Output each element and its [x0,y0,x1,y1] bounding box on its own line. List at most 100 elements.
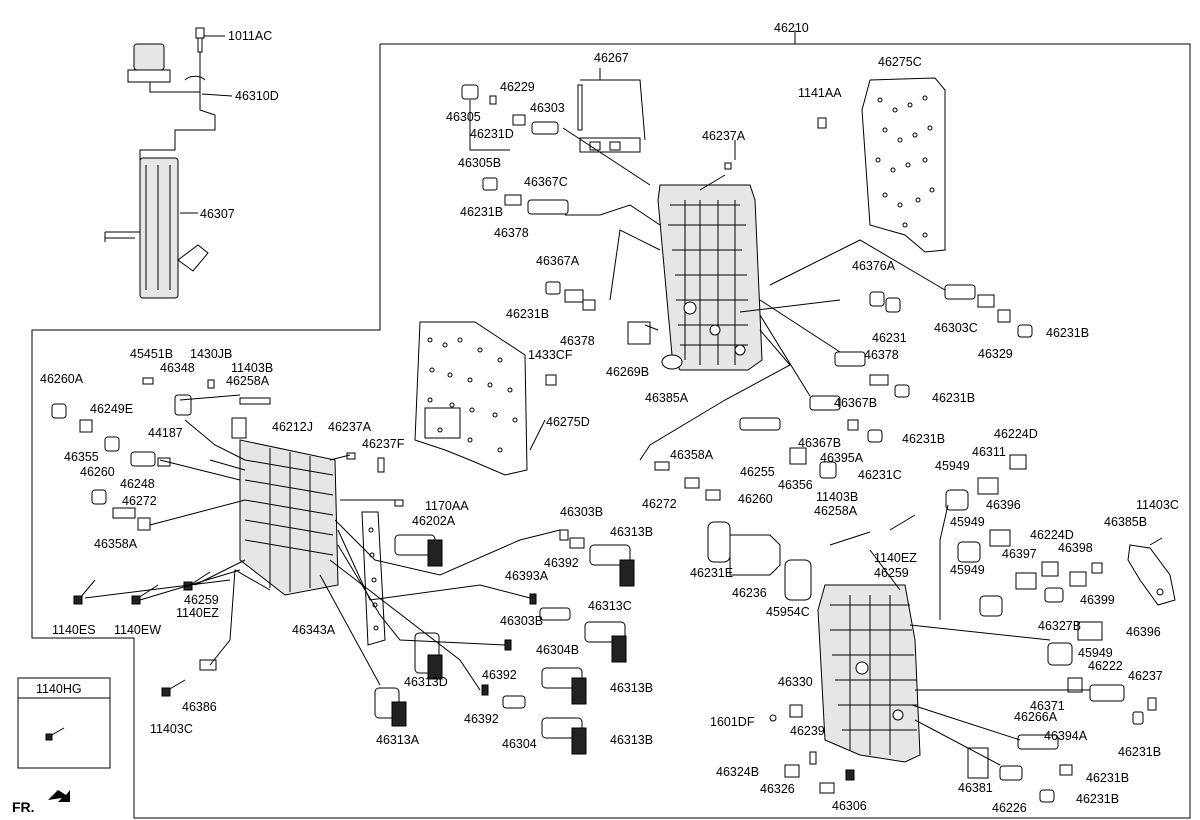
label-46358A: 46358A [94,537,138,551]
label-46313B: 46313B [610,681,653,695]
label-11403B: 11403B [816,490,858,504]
label-46313B: 46313B [610,733,653,747]
label-46378: 46378 [494,226,529,240]
label-46399: 46399 [1080,593,1115,607]
part-labels: 46210 1011AC 46310D 46307 46267 46275C 1… [12,21,1179,815]
label-46313C: 46313C [588,599,632,613]
label-46313B: 46313B [610,525,653,539]
label-46398: 46398 [1058,541,1093,555]
label-1140ES: 1140ES [52,623,96,637]
label-45949: 45949 [950,515,985,529]
label-46329: 46329 [978,347,1013,361]
label-46231B: 46231B [902,432,945,446]
label-46358A: 46358A [670,448,714,462]
label-46324B: 46324B [716,765,759,779]
label-46305: 46305 [446,110,481,124]
label-46237A: 46237A [328,420,372,434]
label-46258A: 46258A [226,374,270,388]
label-46307: 46307 [200,207,235,221]
label-46393A: 46393A [505,569,549,583]
label-1141AA: 1141AA [798,86,842,100]
label-46313A: 46313A [376,733,420,747]
label-46275C: 46275C [878,55,922,69]
leader-lines [84,68,1090,766]
label-46237A: 46237A [702,129,746,143]
label-46348: 46348 [160,361,195,375]
label-46311: 46311 [972,445,1006,459]
label-46212J: 46212J [272,420,313,434]
label-46392: 46392 [464,712,499,726]
label-46303B: 46303B [560,505,603,519]
label-45949: 45949 [950,563,985,577]
wiring-harness-46307 [104,43,216,299]
label-46327B: 46327B [1038,619,1081,633]
label-46237F: 46237F [362,437,405,451]
label-46210: 46210 [774,21,809,35]
label-1170AA: 1170AA [425,499,469,513]
label-46249E: 46249E [90,402,133,416]
label-46378: 46378 [560,334,595,348]
label-46248: 46248 [120,477,155,491]
separator-plate-46275C [861,77,946,253]
label-46231B: 46231B [932,391,975,405]
label-46310D: 46310D [235,89,279,103]
label-1140EW: 1140EW [114,623,161,637]
label-46226: 46226 [992,801,1027,815]
label-46222: 46222 [1088,659,1123,673]
label-46343A: 46343A [292,623,336,637]
label-46259: 46259 [874,566,909,580]
label-46392: 46392 [544,556,579,570]
front-direction-indicator [48,790,70,802]
label-46326: 46326 [760,782,795,796]
label-46266A: 46266A [1014,710,1058,724]
label-46260A: 46260A [40,372,84,386]
label-46367C: 46367C [524,175,568,189]
label-46392: 46392 [482,668,517,682]
label-46367A: 46367A [536,254,580,268]
label-45949: 45949 [1078,646,1113,660]
label-46378: 46378 [864,348,899,362]
label-1433CF: 1433CF [528,348,573,362]
label-46367B: 46367B [834,396,877,410]
label-46355: 46355 [64,450,99,464]
label-46231: 46231 [872,331,907,345]
label-46202A: 46202A [412,514,456,528]
label-46231D: 46231D [470,127,514,141]
label-46385A: 46385A [645,391,689,405]
label-46305B: 46305B [458,156,501,170]
label-46237: 46237 [1128,669,1163,683]
label-46231B: 46231B [460,205,503,219]
label-1140EZ: 1140EZ [874,551,917,565]
label-1601DF: 1601DF [710,715,755,729]
label-46303: 46303 [530,101,565,115]
label-46396: 46396 [1126,625,1161,639]
label-46258A: 46258A [814,504,858,518]
label-46275D: 46275D [546,415,590,429]
label-11403C: 11403C [150,722,193,736]
label-45451B: 45451B [130,347,173,361]
label-46231B: 46231B [506,307,549,321]
label-46239: 46239 [790,724,825,738]
label-46356: 46356 [778,478,813,492]
bolt-1011AC [195,27,225,53]
label-46330: 46330 [778,675,813,689]
label-46395A: 46395A [820,451,864,465]
label-46306: 46306 [832,799,867,813]
label-46304B: 46304B [536,643,579,657]
label-46231B: 46231B [1118,745,1161,759]
label-46371: 46371 [1030,699,1065,713]
label-46303B: 46303B [500,614,543,628]
label-44187: 44187 [148,426,183,440]
assembly-outline-46210 [31,43,1191,819]
separator-plate-46275D [414,321,528,476]
label-46229: 46229 [500,80,535,94]
bracket-46385B [1127,544,1176,606]
label-46394A: 46394A [1044,729,1088,743]
label-46255: 46255 [740,465,775,479]
label-46231C: 46231C [858,468,902,482]
label-46260: 46260 [738,492,773,506]
label-46381: 46381 [958,781,993,795]
label-46224D: 46224D [1030,528,1074,542]
label-45954C: 45954C [766,605,810,619]
